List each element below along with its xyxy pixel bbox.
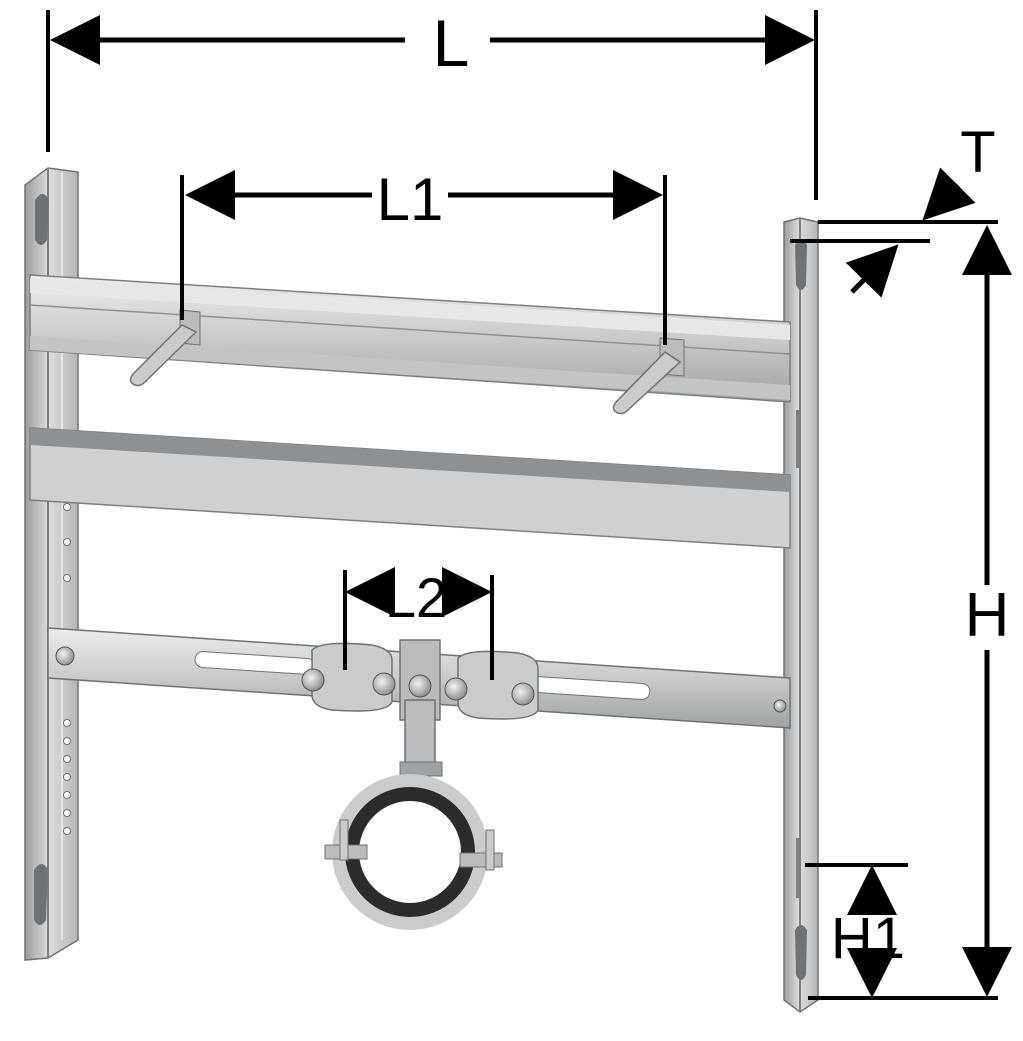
frame <box>24 167 819 1013</box>
dimension-L2: L2 <box>343 566 494 680</box>
right-post <box>783 217 819 1013</box>
label-L2: L2 <box>385 566 447 629</box>
label-T: T <box>960 120 995 185</box>
dimension-L: L <box>46 6 818 200</box>
pipe-clamp <box>324 699 503 930</box>
label-L: L <box>433 6 470 80</box>
label-H1: H1 <box>831 906 905 971</box>
dimension-L1: L1 <box>180 166 667 345</box>
label-L1: L1 <box>377 166 444 233</box>
left-post <box>24 167 79 961</box>
cross-beam <box>29 427 791 549</box>
dimension-T: T <box>790 120 998 298</box>
dimension-H: H <box>808 225 1012 1000</box>
dimension-H1: H1 <box>805 863 908 998</box>
label-H: H <box>965 581 1010 650</box>
threaded-rods <box>129 309 685 415</box>
